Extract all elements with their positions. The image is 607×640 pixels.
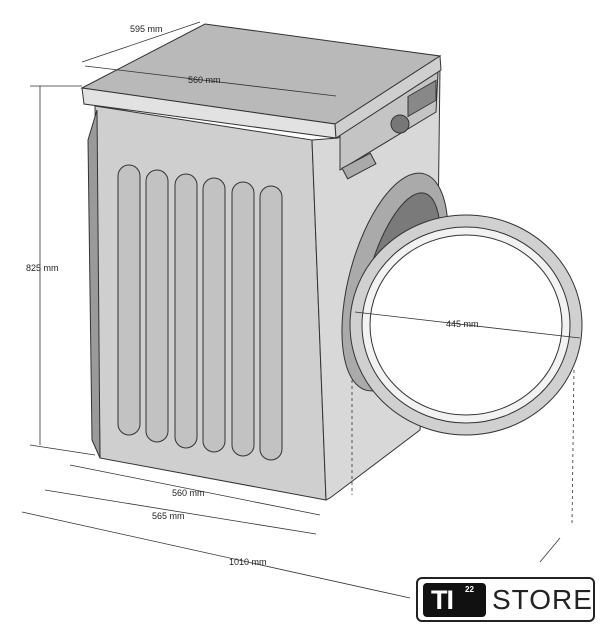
depth-top-label: 595 mm [130, 24, 163, 34]
display [407, 79, 437, 118]
side-ribs [117, 164, 283, 461]
logo-mark-text: TI [431, 584, 454, 615]
door-diameter-label: 445 mm [446, 319, 479, 329]
height-label: 825 mm [26, 263, 59, 273]
store-logo: TI 22 STORE [416, 577, 595, 622]
depth-bottom-label: 565 mm [152, 511, 185, 521]
logo-mark: TI 22 [423, 582, 486, 617]
side-back-edge [87, 109, 101, 459]
program-knob [390, 114, 410, 134]
logo-superscript: 22 [465, 584, 474, 594]
top-lip-right [334, 55, 442, 139]
dimension-lines [21, 21, 581, 599]
logo-word: STORE [492, 583, 593, 615]
width-bottom-label: 560 mm [172, 488, 205, 498]
detergent-drawer [341, 152, 377, 180]
width-top-label: 560 mm [188, 75, 221, 85]
depth-door-open-label: 1010 mm [229, 557, 267, 567]
